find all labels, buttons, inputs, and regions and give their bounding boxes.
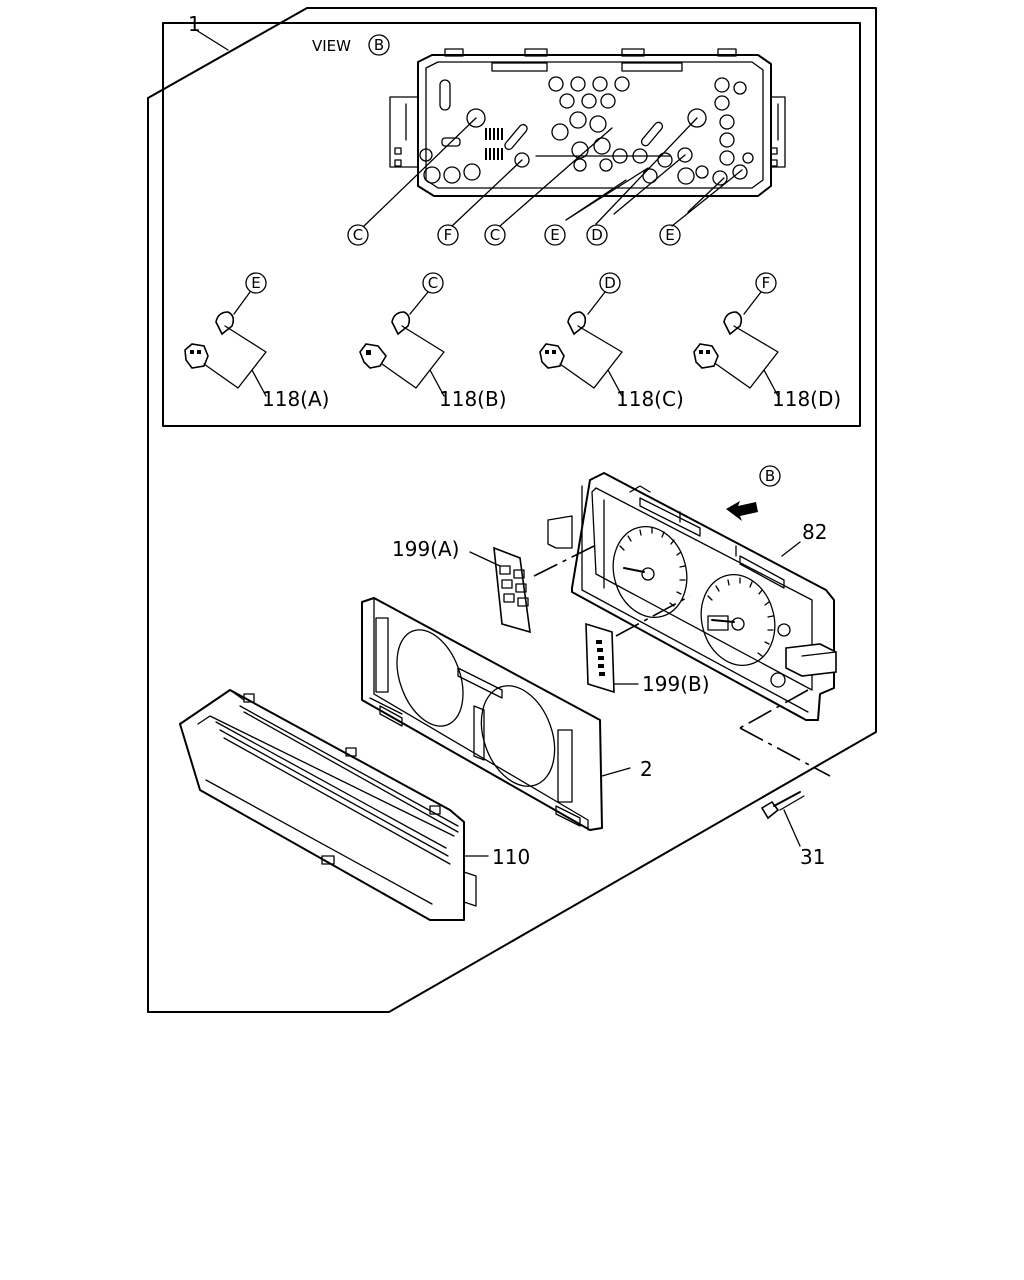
arrow-mark-letter: B [765,467,775,485]
bulb-callout-c2: C [484,224,506,246]
front-cover-110: 110 [179,689,530,921]
socket-set-118a: E 118(A) [184,272,329,411]
panel-2: 2 [361,597,653,831]
bulb-callout-c1: C [347,224,369,246]
bulb-callout-e2: E [659,224,681,246]
callout-letter: E [665,226,674,244]
part-label-118b: 118(B) [439,387,507,411]
socket-set-118d: F 118(D) [693,272,841,411]
socket-set-118c: D 118(C) [539,272,684,411]
bulb-mark: C [428,274,438,292]
meter-rear-view [389,48,786,197]
callout-letter: E [550,226,559,244]
bulb-callout-leaders [363,117,743,227]
part-label-118d: 118(D) [772,387,841,411]
callout-letter: C [490,226,500,244]
bulb-mark: F [762,274,771,292]
part-label-31: 31 [800,845,825,869]
plate-199b: 199(B) [585,595,710,696]
part-label-82: 82 [802,520,827,544]
bulb-mark: D [604,274,616,292]
callout-letter: D [591,226,603,244]
bulb-callout-d: D [586,224,608,246]
connector-pins [485,128,503,160]
view-mark-letter: B [374,36,384,54]
part-label-199b: 199(B) [642,672,710,696]
meter-assembly-82: 82 B [547,465,837,721]
view-direction-arrow [726,501,758,521]
part-label-199a: 199(A) [392,537,459,561]
screw-31: 31 [739,689,831,869]
part-label-118c: 118(C) [616,387,684,411]
bulb-callout-f: F [437,224,459,246]
callout-letter: C [353,226,363,244]
part-label-110: 110 [492,845,530,869]
view-mark-circle [368,34,390,56]
part-label-2: 2 [640,757,653,781]
part-label-118a: 118(A) [262,387,329,411]
socket-set-118b: C 118(B) [359,272,507,411]
callout-letter: F [444,226,453,244]
view-b-inset: VIEW B [162,22,861,427]
plate-199a: 199(A) [392,537,595,634]
view-label: VIEW [312,37,351,55]
bulb-callout-e1: E [544,224,566,246]
bulb-mark: E [251,274,260,292]
